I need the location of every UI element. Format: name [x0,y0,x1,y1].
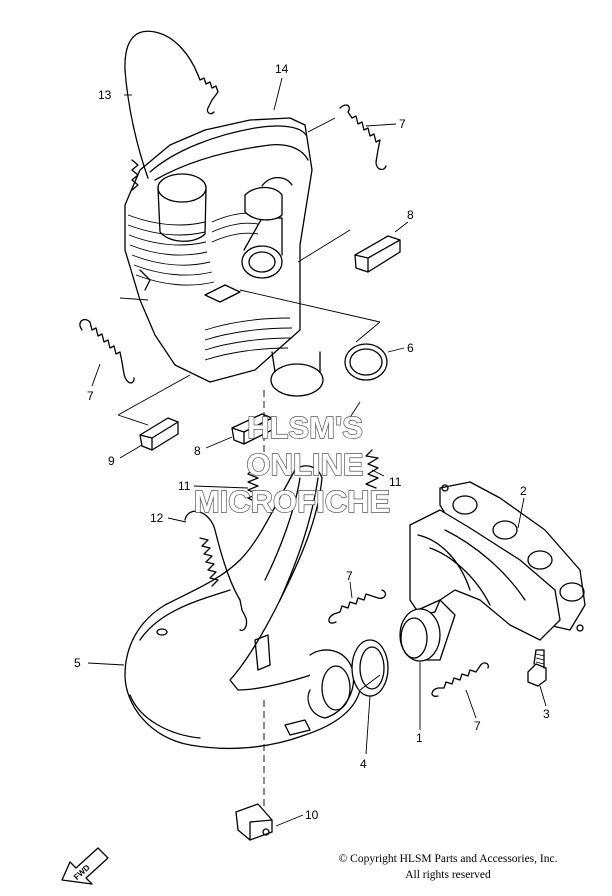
callout-7-mid: 7 [346,569,353,583]
clip-9[interactable] [139,417,179,451]
gasket-6[interactable] [344,343,388,381]
callout-7-top: 7 [399,117,406,131]
watermark: HLSM'S ONLINE MICROFICHE [193,409,391,519]
callout-7-left: 7 [87,389,94,403]
spring-11-right[interactable] [365,449,379,489]
copyright-line-2: All rights reserved [405,869,491,881]
clip-8-mid[interactable] [231,413,273,445]
spring-7-top[interactable] [339,104,387,171]
callout-11-right: 11 [389,475,402,489]
callout-3: 3 [543,707,550,721]
watermark-line-1: HLSM'S [247,410,363,445]
spring-12[interactable] [184,510,248,632]
callout-8-mid: 8 [194,444,201,458]
bolt-3[interactable] [527,649,547,687]
callout-2: 2 [520,484,527,498]
callout-13: 13 [98,88,112,102]
callout-10: 10 [305,808,319,822]
callout-11-left: 11 [178,479,191,493]
spring-7-left[interactable] [79,318,135,384]
exhaust-manifold-1[interactable] [399,509,561,662]
spring-13[interactable] [124,30,219,191]
exhaust-pipe[interactable] [124,465,361,750]
gasket-4[interactable] [351,639,389,697]
reference-lines [117,117,381,810]
spring-7-mid[interactable] [328,589,387,624]
callout-6: 6 [407,341,414,355]
copyright-notice: © Copyright HLSM Parts and Accessories, … [298,851,598,883]
clip-10[interactable] [235,803,273,841]
watermark-line-2: ONLINE [246,447,363,482]
callout-9: 9 [108,454,115,468]
spring-11-left[interactable] [247,469,259,503]
callout-12: 12 [150,511,164,525]
copyright-line-1: © Copyright HLSM Parts and Accessories, … [338,853,558,865]
callout-1: 1 [416,731,423,745]
callout-7-right: 7 [474,719,481,733]
muffler[interactable] [124,117,324,397]
watermark-line-3: MICROFICHE [194,484,390,519]
callout-4: 4 [360,757,367,771]
callout-14: 14 [275,62,289,76]
spring-7-right[interactable] [431,662,490,697]
clip-8-top[interactable] [354,235,401,273]
callouts: 13 14 7 8 6 7 9 8 11 11 2 12 7 5 3 7 1 [74,62,550,827]
callout-8-top: 8 [407,208,414,222]
fwd-arrow-icon: FWD [61,847,109,885]
callout-5: 5 [74,656,81,670]
